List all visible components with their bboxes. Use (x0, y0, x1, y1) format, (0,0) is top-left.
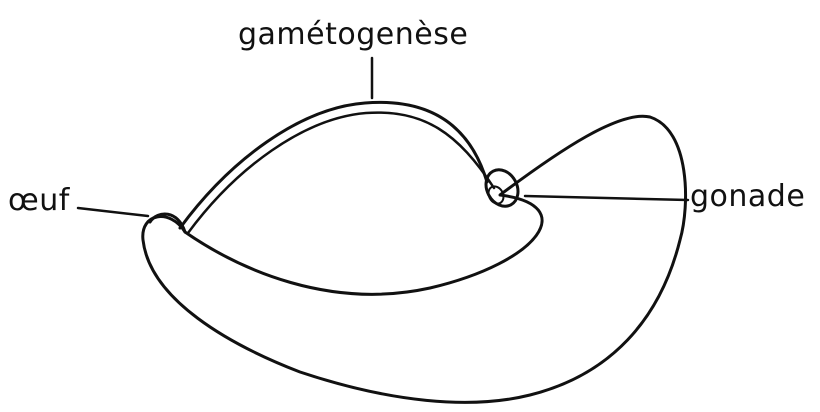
egg-tip (148, 212, 187, 234)
label-egg: œuf (8, 183, 71, 218)
body-outline (141, 114, 688, 404)
gonad-shape (484, 168, 520, 208)
gametogenesis-tube-outer (178, 100, 489, 230)
gametogenesis-tube-inner (186, 111, 496, 235)
egg-leader-line (76, 206, 150, 218)
gonad-inner (487, 185, 505, 205)
label-gametogenesis: gamétogenèse (238, 17, 468, 52)
gonad-leader-line (523, 194, 690, 202)
label-gonad: gonade (690, 179, 805, 214)
